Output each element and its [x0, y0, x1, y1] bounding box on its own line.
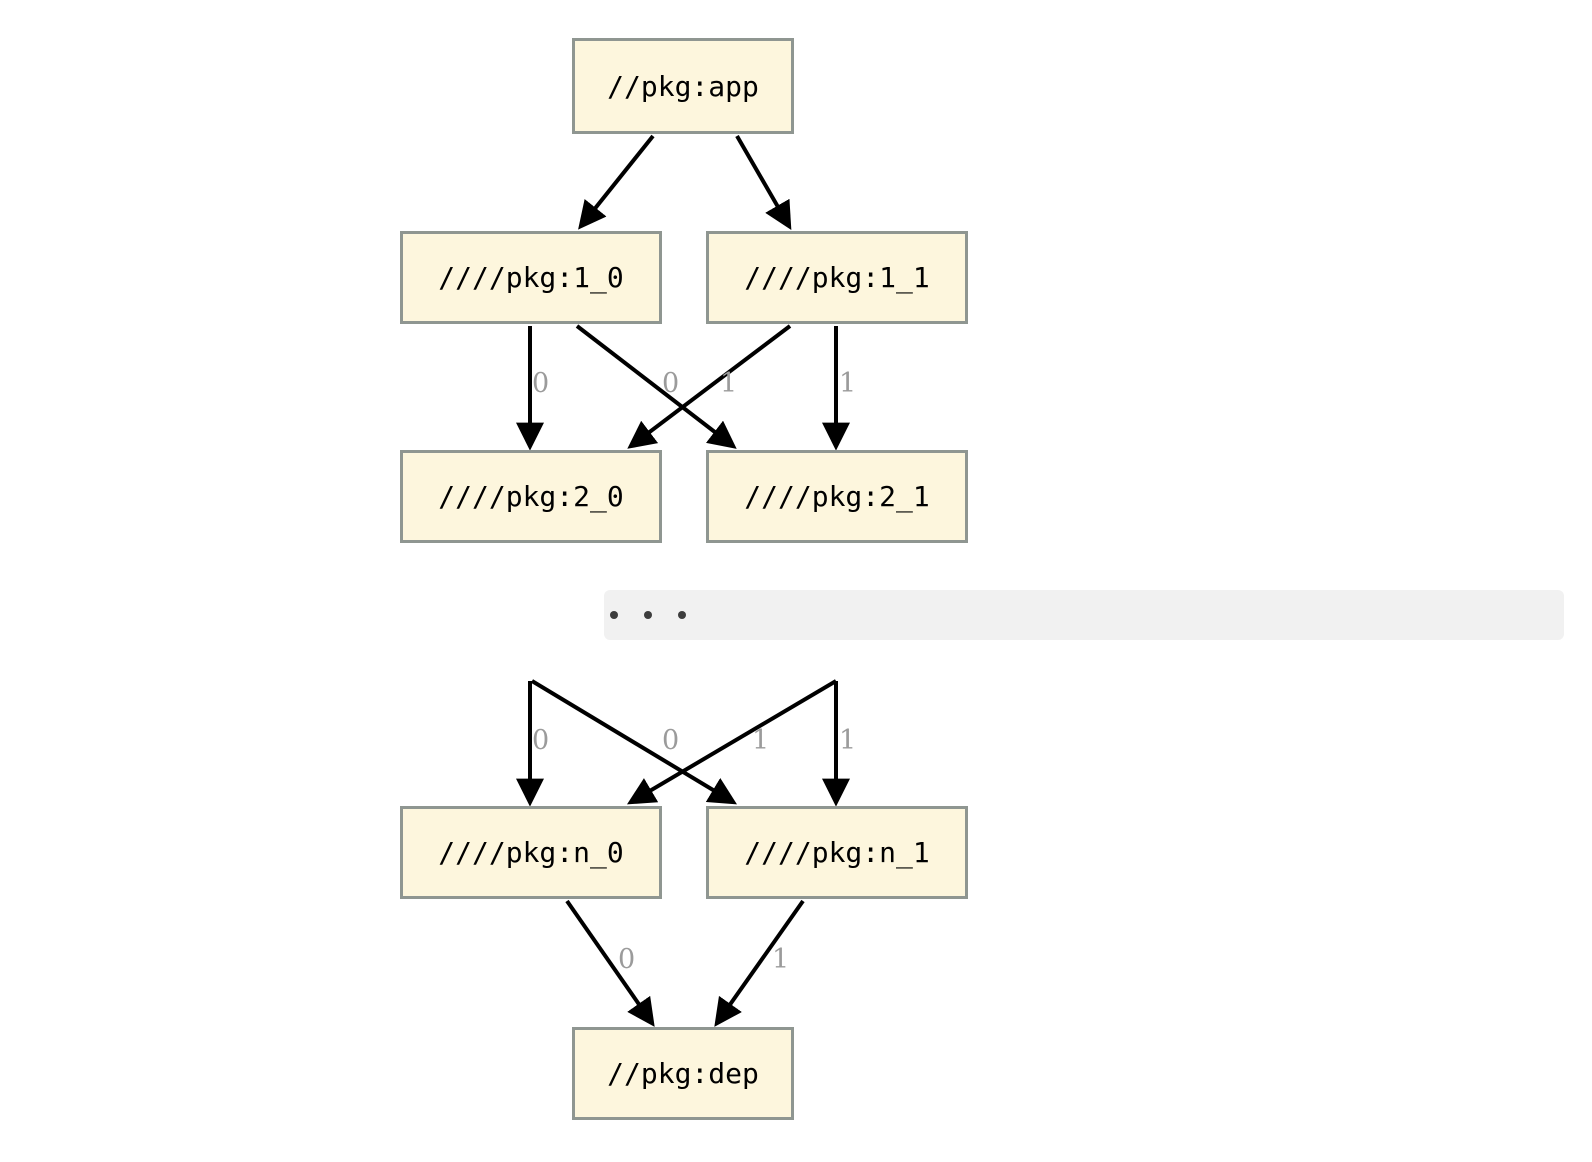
edge-app-to-1_1: [735, 134, 792, 231]
node-pkg-1_1[interactable]: ////pkg:1_1: [706, 231, 968, 324]
edge-n_0-to-dep: [565, 899, 655, 1027]
edge-label-upper2-n_1: 1: [839, 725, 857, 756]
node-pkg-1_0[interactable]: ////pkg:1_0: [400, 231, 662, 324]
ellipsis-dot-3: [678, 611, 686, 619]
node-pkg-dep[interactable]: //pkg:dep: [572, 1027, 794, 1120]
node-label: ////pkg:n_0: [438, 836, 624, 869]
edge-label-upper-n_1: 0: [662, 725, 680, 756]
ellipsis-dot-2: [644, 611, 652, 619]
node-label: ////pkg:2_1: [744, 480, 930, 513]
edge-label-1_1-2_1: 1: [839, 368, 857, 399]
node-label: //pkg:app: [607, 69, 759, 103]
edge-label-1_1-2_0: 1: [720, 368, 738, 399]
node-pkg-app[interactable]: //pkg:app: [572, 38, 794, 134]
node-pkg-n_0[interactable]: ////pkg:n_0: [400, 806, 662, 899]
edge-label-n_0-dep: 0: [618, 944, 636, 975]
node-pkg-n_1[interactable]: ////pkg:n_1: [706, 806, 968, 899]
edge-1_1-to-2_0: [627, 324, 792, 449]
ellipsis-dots: [610, 611, 686, 619]
edge-n_1-to-dep: [714, 899, 805, 1027]
edge-label-upper-n_0: 0: [532, 725, 550, 756]
ellipsis-band: [604, 590, 1564, 640]
edge-label-upper2-n_0: 1: [752, 725, 770, 756]
ellipsis-dot-1: [610, 611, 618, 619]
edge-label-1_0-2_1: 0: [662, 368, 680, 399]
node-label: ////pkg:1_0: [438, 261, 624, 294]
edge-label-n_1-dep: 1: [772, 944, 790, 975]
edge-1_0-to-2_1: [575, 324, 737, 449]
node-label: //pkg:dep: [607, 1057, 759, 1090]
edge-app-to-1_0: [578, 134, 655, 230]
node-pkg-2_1[interactable]: ////pkg:2_1: [706, 450, 968, 543]
edge-elided-cross-to-n_1: [530, 679, 737, 805]
node-pkg-2_0[interactable]: ////pkg:2_0: [400, 450, 662, 543]
node-label: ////pkg:1_1: [744, 261, 930, 294]
edge-label-1_0-2_0: 0: [532, 368, 550, 399]
node-label: ////pkg:n_1: [744, 836, 930, 869]
node-label: ////pkg:2_0: [438, 480, 624, 513]
edge-elided-cross-to-n_0: [626, 679, 838, 805]
